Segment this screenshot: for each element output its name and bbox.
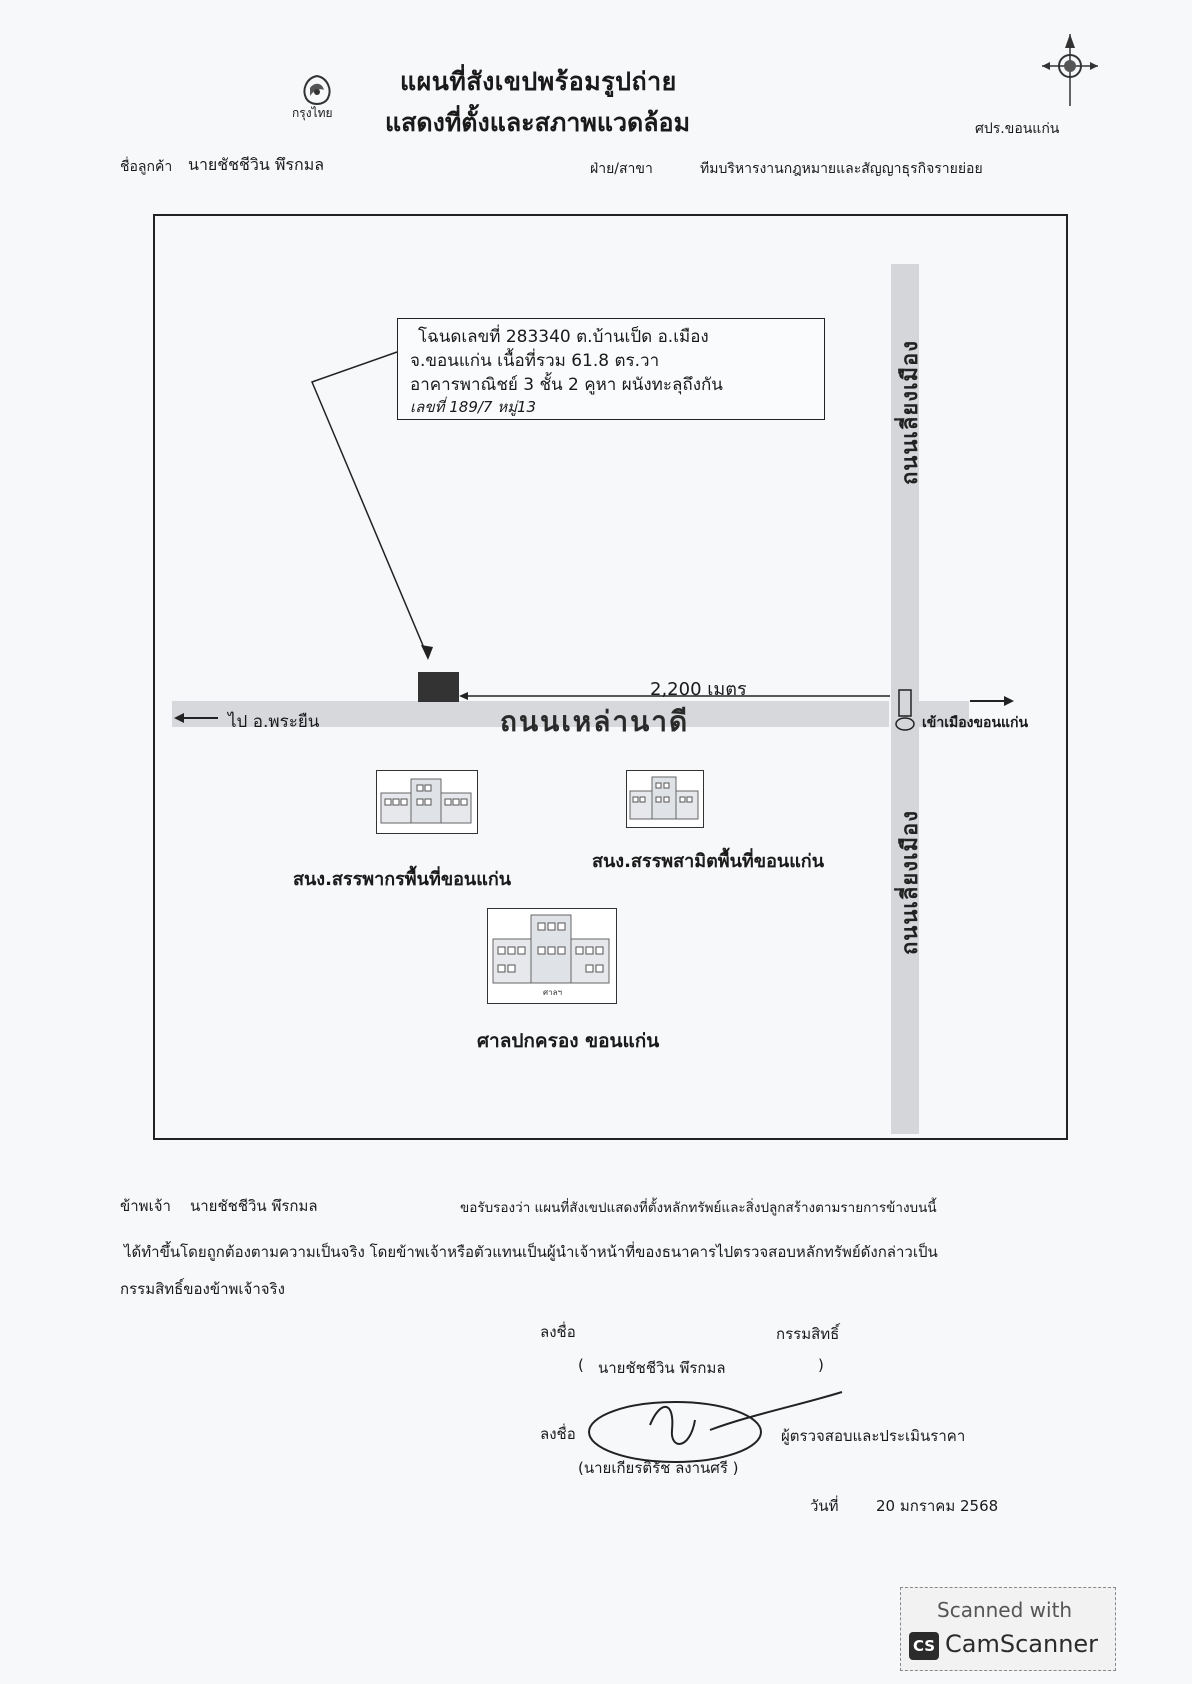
declaration-line2: ได้ทำขึ้นโดยถูกต้องตามความเป็นจริง โดยข้… <box>124 1243 938 1261</box>
callout-line2: จ.ขอนแก่น เนื้อที่รวม 61.8 ตร.วา <box>410 351 660 371</box>
main-road-east <box>919 701 969 727</box>
direction-left-label: ไป อ.พระยืน <box>228 712 320 732</box>
building-icon-admin-court: ศาลฯ <box>487 908 617 1004</box>
dept-name: ทีมบริหารงานกฎหมายและสัญญาธุรกิจรายย่อย <box>700 161 983 177</box>
inspector-name: (นายเกียรติรัช ลงานศรี ) <box>578 1459 739 1477</box>
owner-close-paren: ) <box>818 1356 824 1374</box>
callout-line4-handwritten: เลขที่ 189/7 หมู่13 <box>410 398 537 416</box>
map-frame <box>153 214 1068 1140</box>
landmark-excise-office: สนง.สรรพสามิตพื้นที่ขอนแก่น <box>592 851 825 872</box>
owner-name: นายชัชชีวิน พึรกมล <box>598 1359 726 1377</box>
distance-label: 2,200 เมตร <box>650 679 747 700</box>
property-callout: โฉนดเลขที่ 283340 ต.บ้านเป็ด อ.เมือง จ.ข… <box>397 318 825 420</box>
callout-line3: อาคารพาณิชย์ 3 ชั้น 2 คูหา ผนังทะลุถึงกั… <box>410 375 723 395</box>
owner-open-paren: ( <box>578 1356 584 1374</box>
sign-label-inspector: ลงชื่อ <box>540 1425 576 1443</box>
customer-label: ชื่อลูกค้า <box>120 159 173 175</box>
watermark-brand: CamScanner <box>945 1630 1099 1658</box>
camscanner-watermark: Scanned with CS CamScanner <box>900 1587 1116 1671</box>
page-title: แผนที่สังเขปพร้อมรูปถ่าย <box>400 67 677 96</box>
bank-logo-text: กรุงไทย <box>292 106 333 120</box>
inspector-role: ผู้ตรวจสอบและประเมินราคา <box>781 1427 966 1445</box>
bank-logo <box>292 68 342 128</box>
declaration-line3: กรรมสิทธิ์ของข้าพเจ้าจริง <box>120 1280 285 1298</box>
sign-label-owner: ลงชื่อ <box>540 1323 576 1341</box>
page-subtitle: แสดงที่ตั้งและสภาพแวดล้อม <box>385 108 691 137</box>
customer-name: นายชัชชีวิน พึรกมล <box>188 155 325 174</box>
watermark-scanned-with: Scanned with <box>937 1598 1073 1622</box>
declarant-label: ข้าพเจ้า <box>120 1197 171 1215</box>
date-value: 20 มกราคม 2568 <box>876 1497 999 1515</box>
building-icon-revenue-office <box>376 770 478 834</box>
dept-label: ฝ่าย/สาขา <box>590 161 653 177</box>
landmark-revenue-office: สนง.สรรพากรพื้นที่ขอนแก่น <box>293 869 512 890</box>
date-label: วันที่ <box>810 1497 839 1515</box>
landmark-admin-court: ศาลปกครอง ขอนแก่น <box>477 1030 660 1052</box>
main-road <box>172 701 889 727</box>
declaration-line1: ขอรับรองว่า แผนที่สังเขปแสดงที่ตั้งหลักท… <box>460 1200 937 1216</box>
property-plot-marker <box>418 672 459 702</box>
road-label-main: ถนนเหล่านาดี <box>500 705 690 738</box>
camscanner-logo-icon: CS <box>909 1632 939 1660</box>
office-code: ศปร.ขอนแก่น <box>975 121 1060 137</box>
inspector-signature <box>588 1391 843 1463</box>
court-sign: ศาลฯ <box>543 988 562 997</box>
declarant-name: นายชัชชีวิน พึรกมล <box>190 1197 318 1215</box>
direction-right-label: เข้าเมืองขอนแก่น <box>922 715 1029 731</box>
owner-role: กรรมสิทธิ์ <box>776 1325 840 1343</box>
vertical-road <box>891 264 919 1134</box>
callout-line1: โฉนดเลขที่ 283340 ต.บ้านเป็ด อ.เมือง <box>418 327 709 347</box>
building-icon-excise-office <box>626 770 704 828</box>
compass-icon <box>1040 30 1100 110</box>
